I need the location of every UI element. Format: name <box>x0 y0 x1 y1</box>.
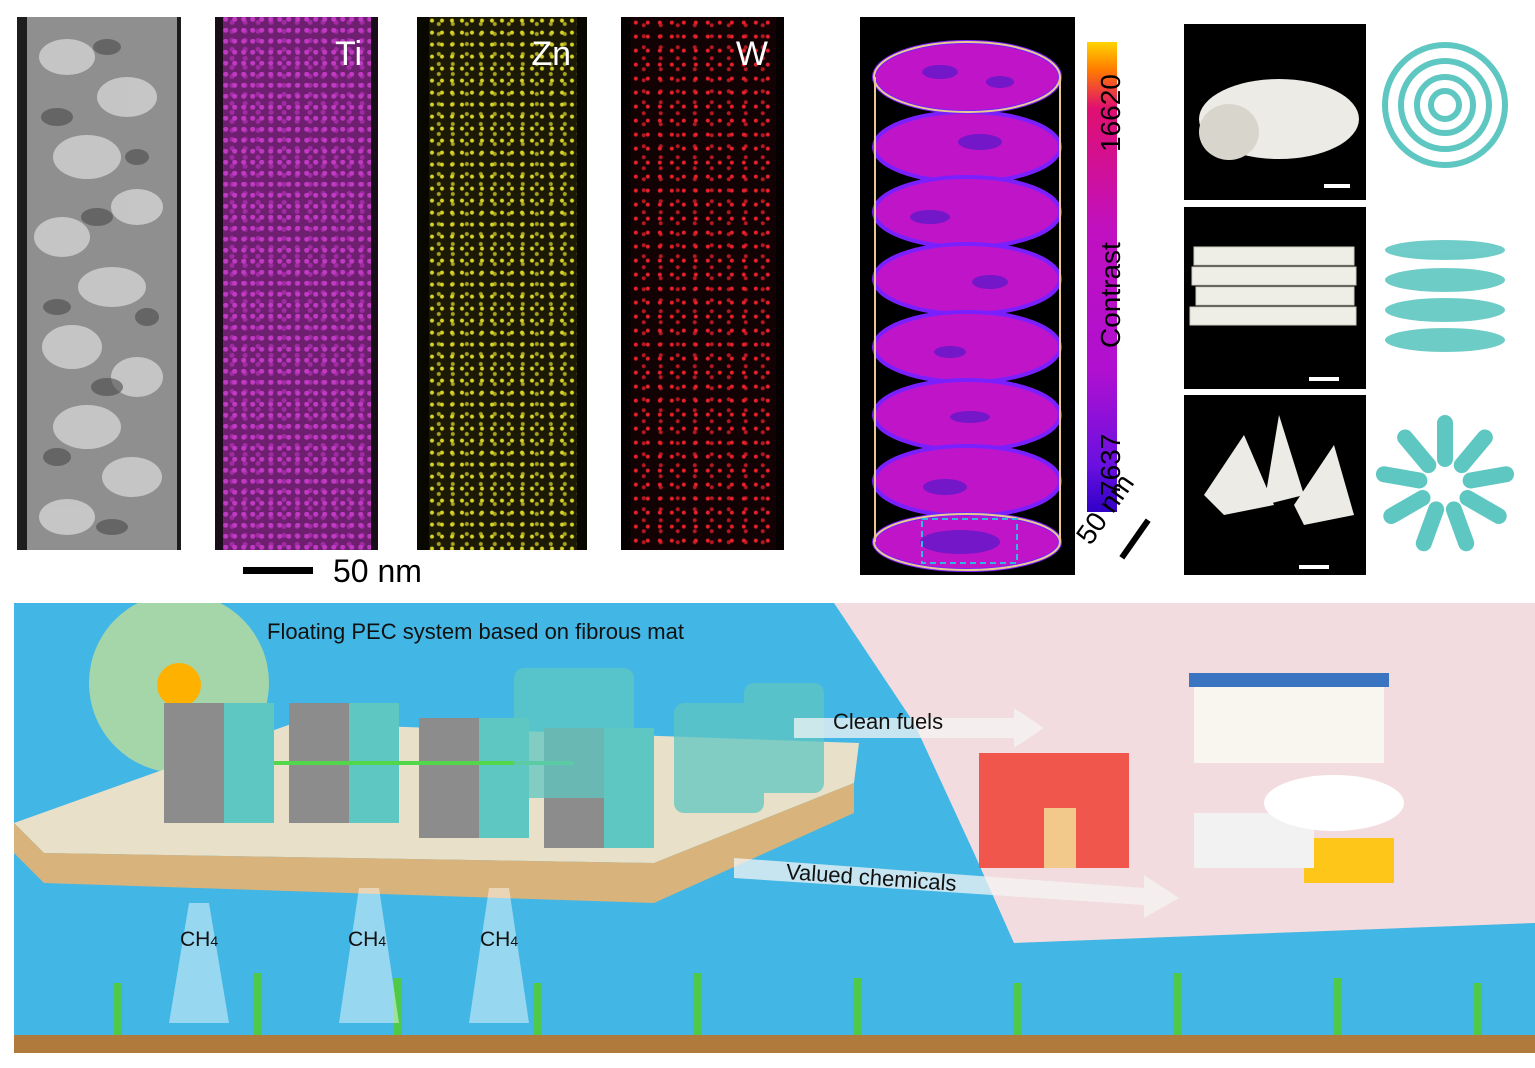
scene-title: Floating PEC system based on fibrous mat <box>267 619 684 644</box>
arrow-clean-fuels <box>794 708 1044 748</box>
w-map: W <box>621 17 784 550</box>
ct-slices-svg <box>872 40 1062 572</box>
render-stacked-svg <box>1385 240 1505 352</box>
sun <box>157 663 201 707</box>
photo-folded-mat <box>1184 395 1366 575</box>
render-rolled <box>1375 30 1515 180</box>
ti-map-fill <box>223 17 371 550</box>
gas-label-1: CH4 <box>180 928 219 951</box>
gas-label-3: CH4 <box>480 928 519 951</box>
rolled-mat-svg <box>1199 79 1359 188</box>
ct-slices <box>860 17 1075 575</box>
w-map-fill <box>631 17 776 550</box>
gas-plumes <box>169 888 529 1023</box>
mat-front <box>14 783 854 903</box>
render-rolled-svg <box>1382 42 1508 168</box>
zn-map: Zn <box>417 17 587 550</box>
zn-map-fill <box>429 17 577 550</box>
colorbar-title: Contrast <box>1095 242 1126 348</box>
mesh-cylinders <box>514 668 824 813</box>
haadf-texture <box>27 17 177 550</box>
arrow-top-label: Clean fuels <box>833 709 944 734</box>
gas-label-2: CH4 <box>348 928 387 951</box>
ct-scale-bar-label: 50 nm <box>1070 468 1141 550</box>
scale-bar-line <box>243 567 313 574</box>
folded-mat-svg <box>1204 415 1354 569</box>
scale-bar-label: 50 nm <box>333 553 422 589</box>
zn-label: Zn <box>531 35 571 73</box>
render-folded-svg <box>1375 415 1515 552</box>
seaweed <box>114 973 1482 1035</box>
colorbar-max: 16620 <box>1095 74 1126 152</box>
colorbar <box>1087 42 1117 512</box>
scene-svg <box>14 603 1535 1053</box>
arrow-valued-chemicals <box>734 858 1179 918</box>
photo-rolled-mat <box>1184 24 1366 200</box>
render-stacked <box>1375 230 1515 380</box>
haadf-image <box>17 17 181 550</box>
ti-label: Ti <box>334 35 362 73</box>
scene-background <box>14 603 1535 1053</box>
stacked-mat-svg <box>1189 246 1357 381</box>
photo-stacked-mat <box>1184 207 1366 389</box>
w-label: W <box>735 35 768 73</box>
render-folded <box>1375 405 1515 565</box>
ct-scale-bar-line <box>1119 518 1151 560</box>
ti-map: Ti <box>215 17 378 550</box>
seabed <box>14 1035 1535 1053</box>
